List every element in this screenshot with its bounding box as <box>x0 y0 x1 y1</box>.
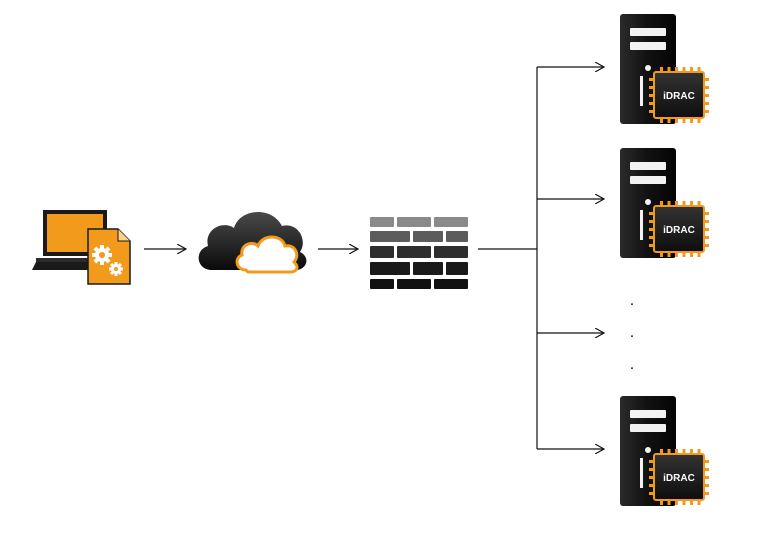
server-with-idrac-chip-icon: iDRAC <box>620 14 709 124</box>
idrac-chip-icon: iDRAC <box>649 67 709 123</box>
ellipsis-dot: . <box>630 356 634 373</box>
laptop-with-config-document-icon <box>32 210 131 285</box>
ellipsis-dot: . <box>630 324 634 341</box>
firewall-icon <box>370 217 468 289</box>
servers-group: iDRAC iDRAC iDRAC <box>620 14 709 506</box>
ellipsis-dot: . <box>630 292 634 309</box>
idrac-chip-icon: iDRAC <box>649 449 709 505</box>
idrac-chip-label: iDRAC <box>663 91 695 102</box>
idrac-chip-icon: iDRAC <box>649 201 709 257</box>
idrac-chip-label: iDRAC <box>663 225 695 236</box>
server-with-idrac-chip-icon: iDRAC <box>620 148 709 258</box>
server-with-idrac-chip-icon: iDRAC <box>620 396 709 506</box>
distribution-connectors <box>478 67 538 449</box>
idrac-chip-label: iDRAC <box>663 473 695 484</box>
cloud-icon <box>198 211 307 274</box>
